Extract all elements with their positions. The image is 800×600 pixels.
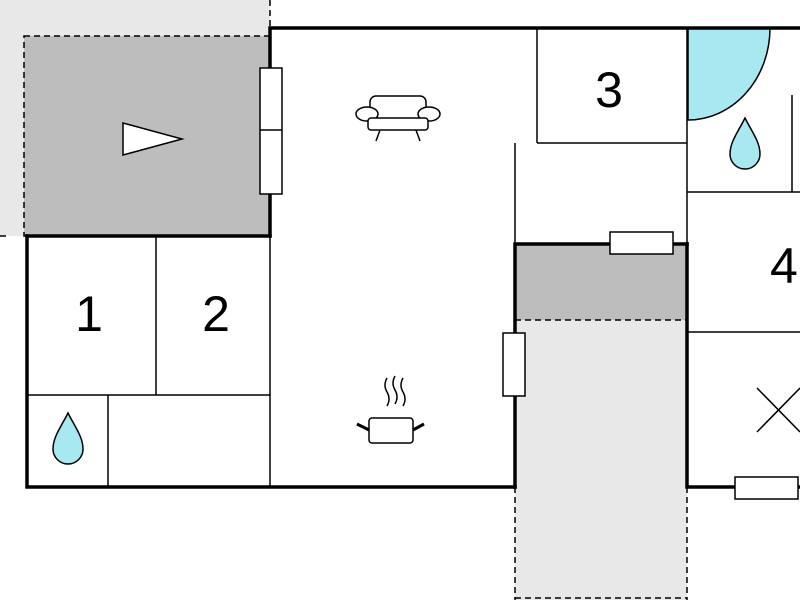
room-label-4: 4 bbox=[770, 238, 798, 294]
sofa-icon bbox=[355, 95, 441, 142]
interior-walls bbox=[27, 28, 800, 487]
water-drop-icon bbox=[52, 116, 761, 465]
room-label-3: 3 bbox=[595, 62, 623, 118]
entrance-arrow-icon bbox=[122, 122, 185, 156]
cooking-pot-icon bbox=[356, 375, 425, 444]
terrace-top-left bbox=[0, 0, 271, 237]
window-icon bbox=[259, 67, 799, 500]
terrace-bottom bbox=[514, 244, 688, 600]
shower-icon bbox=[687, 27, 771, 121]
room-label-1: 1 bbox=[75, 286, 103, 342]
cross-icon bbox=[756, 387, 800, 433]
room-label-2: 2 bbox=[202, 286, 230, 342]
